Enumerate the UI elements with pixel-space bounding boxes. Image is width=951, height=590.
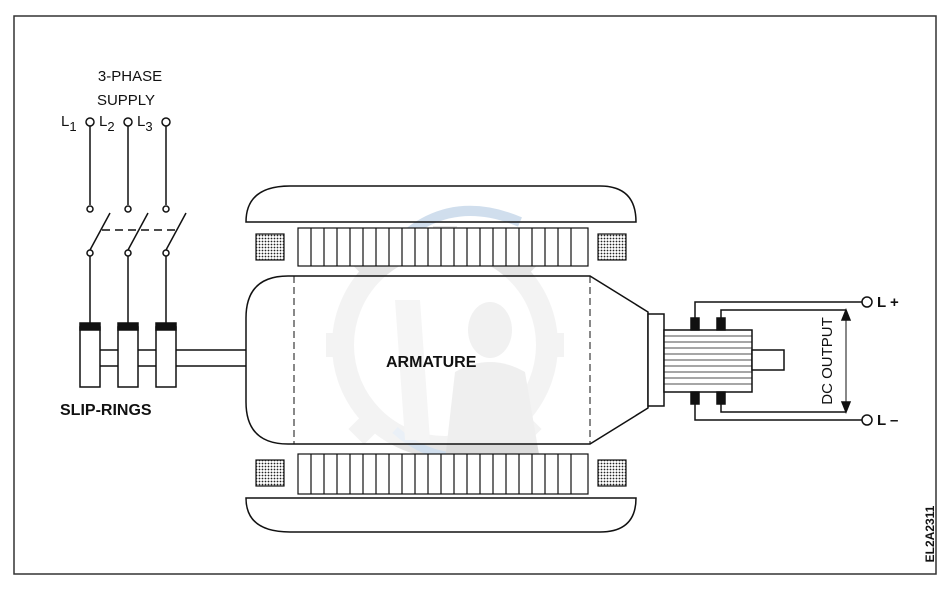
negative-terminal-label: L –: [877, 412, 898, 429]
dc-output-label: DC OUTPUT: [819, 317, 836, 405]
supply-label-line2: SUPPLY: [97, 92, 155, 109]
slip-rings: [79, 322, 246, 388]
supply-lines: [89, 126, 167, 323]
slip-rings-label: SLIP-RINGS: [60, 402, 152, 419]
field-winding-bottom: [255, 453, 627, 495]
output-wiring: [694, 301, 862, 421]
field-winding-top: [255, 227, 627, 267]
supply-label-line1: 3-PHASE: [98, 68, 162, 85]
phase-label-2: L2: [99, 113, 115, 134]
phase-label-3: L3: [137, 113, 153, 134]
three-pole-switch: [86, 205, 187, 257]
armature-label: ARMATURE: [386, 354, 477, 371]
positive-terminal-label: L +: [877, 294, 899, 311]
figure-code: EL2A2311: [923, 505, 937, 562]
armature-rotor: [245, 275, 649, 445]
commutator-assembly: [647, 313, 785, 407]
output-terminals: [861, 296, 873, 426]
supply-terminals: [85, 117, 171, 127]
machine-frame: [245, 185, 637, 533]
phase-label-1: L1: [61, 113, 77, 134]
figure-frame: [13, 15, 937, 575]
